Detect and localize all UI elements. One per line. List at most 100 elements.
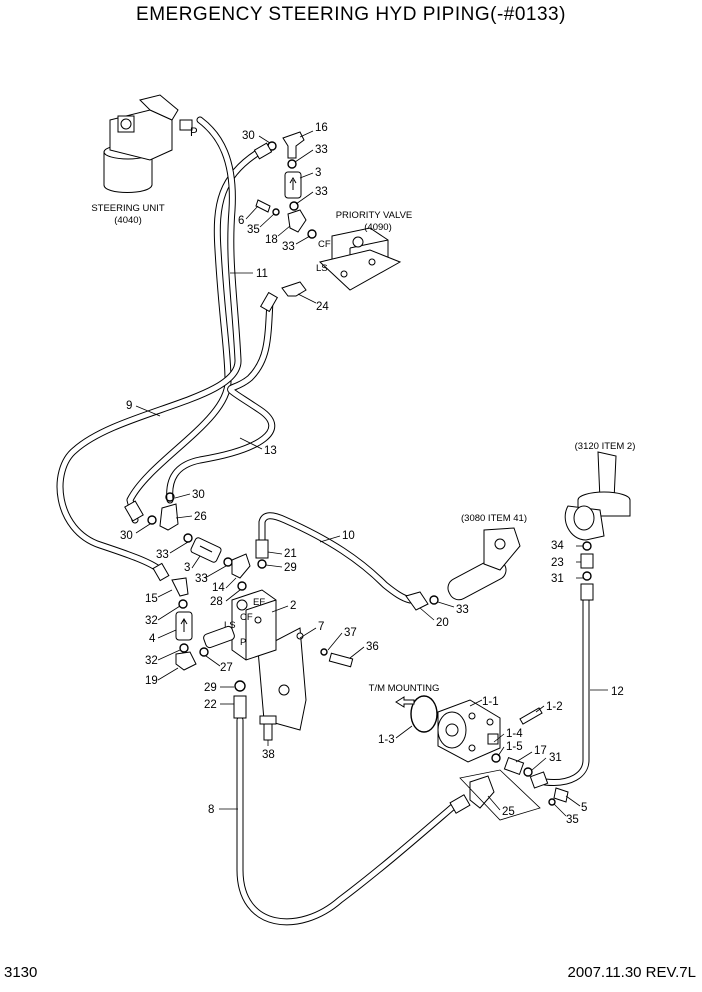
callout-1-3: 1-3 [378,734,395,746]
callout-1-1: 1-1 [482,696,499,708]
port-label-ls-block: LS [224,620,236,631]
callout-22: 22 [204,699,217,711]
bolt-38 [259,715,277,741]
fitting-19 [175,651,197,671]
callout-19: 19 [145,675,158,687]
callout-26: 26 [194,511,207,523]
fitting-24 [281,281,307,297]
caption-item-3120: (3120 ITEM 2) [575,441,636,452]
callout-30: 30 [120,530,133,542]
fitting-21 [255,539,269,559]
fitting-15 [171,577,189,597]
o-ring-29-top [257,559,267,569]
callout-33: 33 [156,549,169,561]
check-valve-4 [175,611,193,641]
callout-3: 3 [184,562,190,574]
callout-15: 15 [145,593,158,605]
o-ring-32-bottom [179,643,189,653]
callout-25: 25 [502,806,515,818]
callout-30: 30 [192,489,205,501]
bolt-36 [328,652,354,668]
port-label-p-block: P [240,637,246,648]
hose-11 [126,146,266,524]
hose-end-11 [124,500,144,522]
hose-9 [56,116,242,574]
fitting-6 [255,199,271,213]
caption-item-3080: (3080 ITEM 41) [461,513,527,524]
callout-9: 9 [126,400,132,412]
port-label-cf-block: CF [240,612,253,623]
callout-17: 17 [534,745,547,757]
leader-lines [135,130,608,817]
hose-end-12 [580,583,594,601]
callout-20: 20 [436,617,449,629]
hose-end-9-bottom [152,562,170,582]
o-ring-28 [237,581,247,591]
o-ring-33-pv [307,229,317,239]
callout-35: 35 [247,224,260,236]
callout-33: 33 [315,186,328,198]
callout-31: 31 [549,752,562,764]
part-callouts: 30 16 33 3 33 6 35 18 33 11 24 9 13 30 2… [120,122,624,826]
page-title: EMERGENCY STEERING HYD PIPING(-#0133) [136,4,566,25]
port-label-p: P [190,127,198,139]
fitting-27 [203,625,235,649]
o-ring-33-right [429,595,439,605]
fitting-18 [287,209,307,233]
o-ring-30-mid [165,492,175,502]
callout-18: 18 [265,234,278,246]
callout-33: 33 [315,144,328,156]
fitting-23 [580,553,594,569]
caption-steering-unit-ref: (4040) [114,215,141,226]
fitting-16 [282,131,305,159]
valve-block-2 [231,589,277,661]
callout-7: 7 [318,621,324,633]
port-label-cf-pv: CF [318,239,331,250]
callout-37: 37 [344,627,357,639]
o-ring-33-mid3 [223,557,233,567]
callout-33: 33 [456,604,469,616]
fitting-22 [233,695,247,719]
callout-2: 2 [290,600,296,612]
callout-27: 27 [220,662,233,674]
callout-3: 3 [315,167,321,179]
fitting-14 [231,553,251,579]
o-ring-33-mid2 [183,533,193,543]
callout-10: 10 [342,530,355,542]
port-label-ef: EF [253,597,265,608]
o-ring-1-3 [410,695,438,733]
component-3080-item-41 [447,527,521,601]
o-ring-29-bottom [234,680,246,692]
callout-32: 32 [145,615,158,627]
bracket-7 [257,627,307,731]
callout-33: 33 [195,573,208,585]
o-ring-31-bottom [523,767,533,777]
washer-35-top [272,208,280,216]
callout-11: 11 [256,268,268,280]
callout-1-5: 1-5 [506,741,523,753]
o-ring-27 [199,647,209,657]
washer-37 [320,648,328,656]
steering-unit-part [103,94,193,193]
hose-8 [236,716,459,926]
o-ring-30-left [147,515,157,525]
o-ring-32-top [178,599,188,609]
callout-29: 29 [284,562,297,574]
hose-13 [166,296,276,504]
hose-end-9-top [253,142,273,160]
callout-31: 31 [551,573,564,585]
callout-21: 21 [284,548,297,560]
caption-priority-valve-ref: (4090) [364,222,391,233]
callout-38: 38 [262,749,275,761]
hose-end-12-bottom [529,771,549,789]
callout-8: 8 [208,804,214,816]
callout-16: 16 [315,122,328,134]
check-valve-3-top [284,171,302,199]
o-ring-31-top [582,571,592,581]
assembly-outline [459,769,541,821]
callout-28: 28 [210,596,223,608]
o-ring-33-mid [289,201,299,211]
hose-10 [258,512,414,604]
fitting-20 [405,591,429,611]
